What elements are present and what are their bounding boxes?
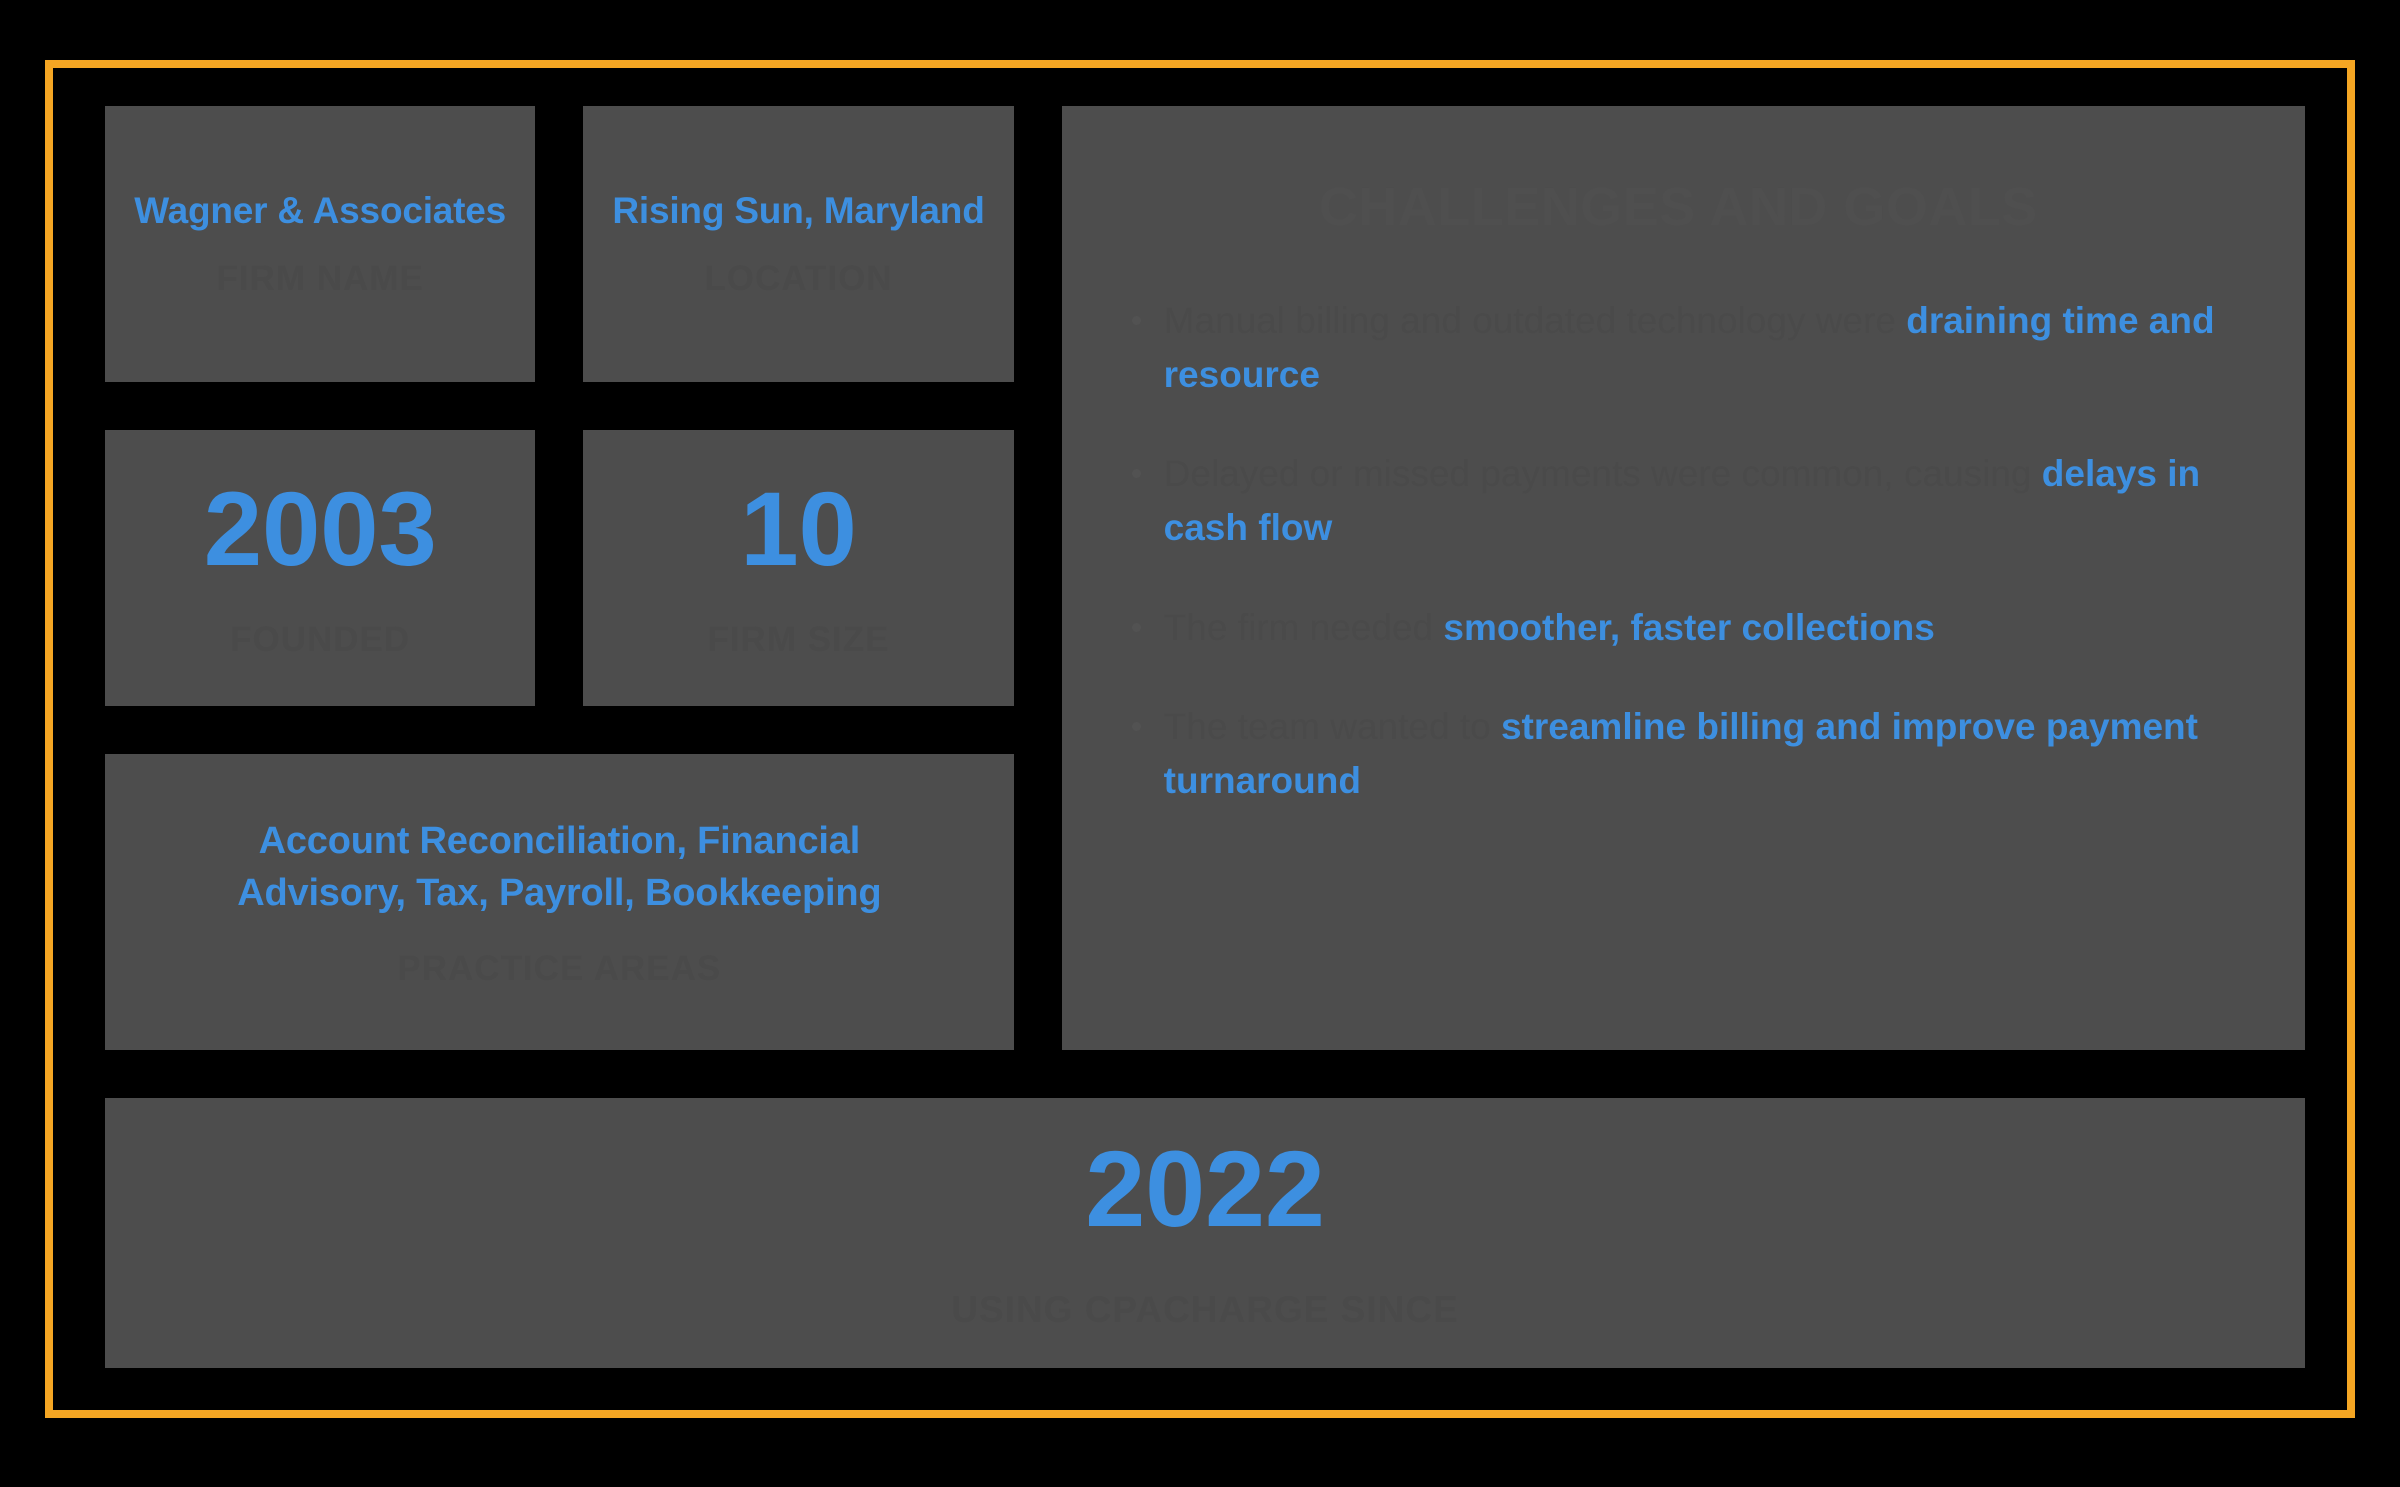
practice-areas-value: Account Reconciliation, Financial Adviso…	[237, 819, 882, 914]
challenges-bullet-list: Manual billing and outdated technology w…	[1124, 294, 2233, 807]
founded-label: FOUNDED	[230, 619, 411, 659]
bullet-lead-text: The team wanted to	[1163, 706, 1501, 748]
using-since-card: 2022 USING CPACHARGE SINCE	[105, 1098, 2305, 1368]
challenge-bullet-3: The firm needed smoother, faster collect…	[1124, 601, 2233, 655]
practice-areas-label: PRACTICE AREAS	[397, 949, 722, 989]
location-card: Rising Sun, Maryland LOCATION	[583, 106, 1014, 382]
firm-size-card: 10 FIRM SIZE	[583, 430, 1014, 706]
challenges-panel-title: CHALLENGES AND GOALS	[1318, 177, 2038, 237]
top-region: Wagner & Associates FIRM NAME Rising Sun…	[105, 106, 2305, 1050]
orange-frame: Wagner & Associates FIRM NAME Rising Sun…	[45, 60, 2355, 1418]
challenge-bullet-4: The team wanted to streamline billing an…	[1124, 700, 2233, 807]
bullet-lead-text: The firm needed	[1163, 606, 1444, 648]
fact-grid-row-2: 2003 FOUNDED 10 FIRM SIZE	[105, 430, 1014, 706]
using-since-label: USING CPACHARGE SINCE	[951, 1289, 1459, 1330]
bullet-highlight-text: draining time and resource	[1163, 300, 2215, 395]
firm-size-label: FIRM SIZE	[707, 619, 890, 659]
firm-name-card: Wagner & Associates FIRM NAME	[105, 106, 536, 382]
challenge-bullet-2: Delayed or missed payments were common, …	[1124, 447, 2233, 554]
firm-size-value: 10	[740, 470, 857, 588]
bullet-lead-text: Manual billing and outdated technology w…	[1163, 300, 1907, 341]
frame-content: Wagner & Associates FIRM NAME Rising Sun…	[53, 68, 2347, 1410]
challenges-and-goals-panel: CHALLENGES AND GOALS Manual billing and …	[1061, 106, 2305, 1050]
bullet-lead-text: Delayed or missed payments were common, …	[1163, 453, 2042, 495]
using-since-value: 2022	[1085, 1128, 1325, 1249]
location-value: Rising Sun, Maryland	[612, 190, 985, 232]
challenge-bullet-1: Manual billing and outdated technology w…	[1124, 294, 2233, 401]
firm-name-label: FIRM NAME	[216, 258, 424, 298]
bullet-highlight-text: smoother, faster collections	[1443, 606, 1935, 648]
firm-name-value: Wagner & Associates	[134, 190, 507, 232]
location-label: LOCATION	[704, 258, 893, 298]
fact-grid-row-1: Wagner & Associates FIRM NAME Rising Sun…	[105, 106, 1014, 382]
bullet-highlight-text: streamline billing and improve payment t…	[1163, 706, 2198, 801]
bullet-highlight-text: delays in cash flow	[1163, 453, 2201, 548]
practice-areas-card: Account Reconciliation, Financial Adviso…	[105, 754, 1014, 1050]
fact-grid: Wagner & Associates FIRM NAME Rising Sun…	[105, 106, 1014, 1050]
founded-value: 2003	[203, 470, 437, 588]
founded-card: 2003 FOUNDED	[105, 430, 536, 706]
